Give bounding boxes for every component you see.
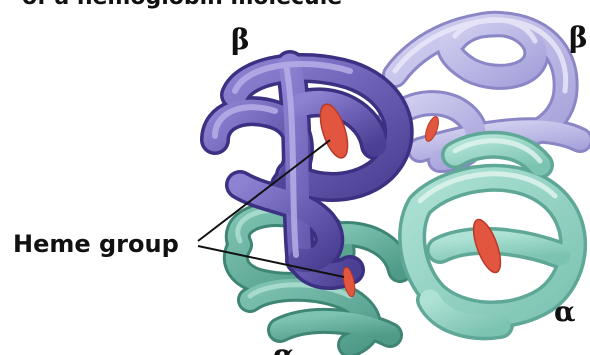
top-caption-partial: of a hemoglobin molecule: [22, 0, 342, 10]
label-beta-right: β: [569, 21, 588, 54]
label-alpha-right: α: [554, 295, 576, 328]
label-beta-left: β: [231, 23, 250, 56]
label-alpha-bottom-partial: α: [273, 338, 295, 355]
heme-group-label: Heme group: [13, 230, 179, 258]
